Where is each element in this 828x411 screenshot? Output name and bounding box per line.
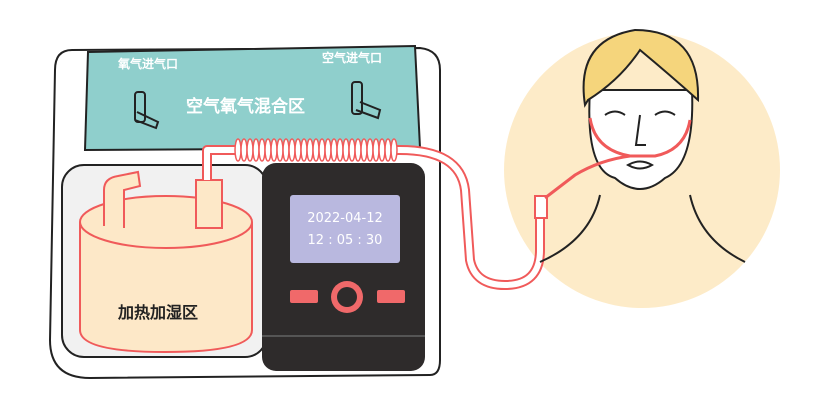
coil-ring (270, 138, 278, 162)
coil-ring (336, 138, 344, 162)
nasal-cannula-connector (534, 195, 548, 219)
coil-ring (264, 138, 272, 162)
coil-ring (276, 138, 284, 162)
coil-ring (390, 138, 398, 162)
air-inlet-pipe-icon (351, 81, 382, 120)
coil-ring (252, 138, 260, 162)
patient-hair (582, 28, 700, 108)
air-inlet-label: 空气进气口 (322, 50, 382, 65)
coil-ring (360, 138, 368, 162)
device-screen (290, 195, 400, 263)
right-button[interactable] (377, 290, 405, 303)
coil-ring (378, 138, 386, 162)
left-button[interactable] (290, 290, 318, 303)
screen-date: 2022-04-12 (307, 211, 383, 226)
coil-ring (342, 138, 350, 162)
humidifier-zone-label: 加热加湿区 (117, 303, 198, 322)
oxygen-inlet-label: 氧气进气口 (117, 56, 178, 71)
humidifier-chamber: 加热加湿区 (79, 170, 253, 354)
coil-ring (330, 138, 338, 162)
coil-ring (384, 138, 392, 162)
coil-ring (294, 138, 302, 162)
coil-ring (258, 138, 266, 162)
patient-shoulders (539, 194, 746, 263)
patient-face (588, 89, 694, 190)
coil-ring (324, 138, 332, 162)
coil-ring (318, 138, 326, 162)
coil-ring (240, 138, 248, 162)
coil-ring (372, 138, 380, 162)
coil-ring (366, 138, 374, 162)
coil-ring (348, 138, 356, 162)
coil-ring (234, 138, 242, 162)
heated-wire-coil (234, 138, 398, 162)
control-device (262, 163, 425, 371)
coil-ring (246, 138, 254, 162)
coil-ring (282, 138, 290, 162)
coil-ring (312, 138, 320, 162)
coil-ring (306, 138, 314, 162)
coil-ring (354, 138, 362, 162)
coil-ring (288, 138, 296, 162)
mixing-zone-label: 空气氧气混合区 (186, 96, 305, 117)
screen-time: 12 : 05 : 30 (308, 233, 383, 248)
nasal-cannula-line (544, 117, 692, 200)
coil-ring (300, 138, 308, 162)
patient (539, 28, 746, 263)
oxygen-inlet-pipe-icon (134, 91, 160, 130)
device-base-line (262, 335, 425, 337)
